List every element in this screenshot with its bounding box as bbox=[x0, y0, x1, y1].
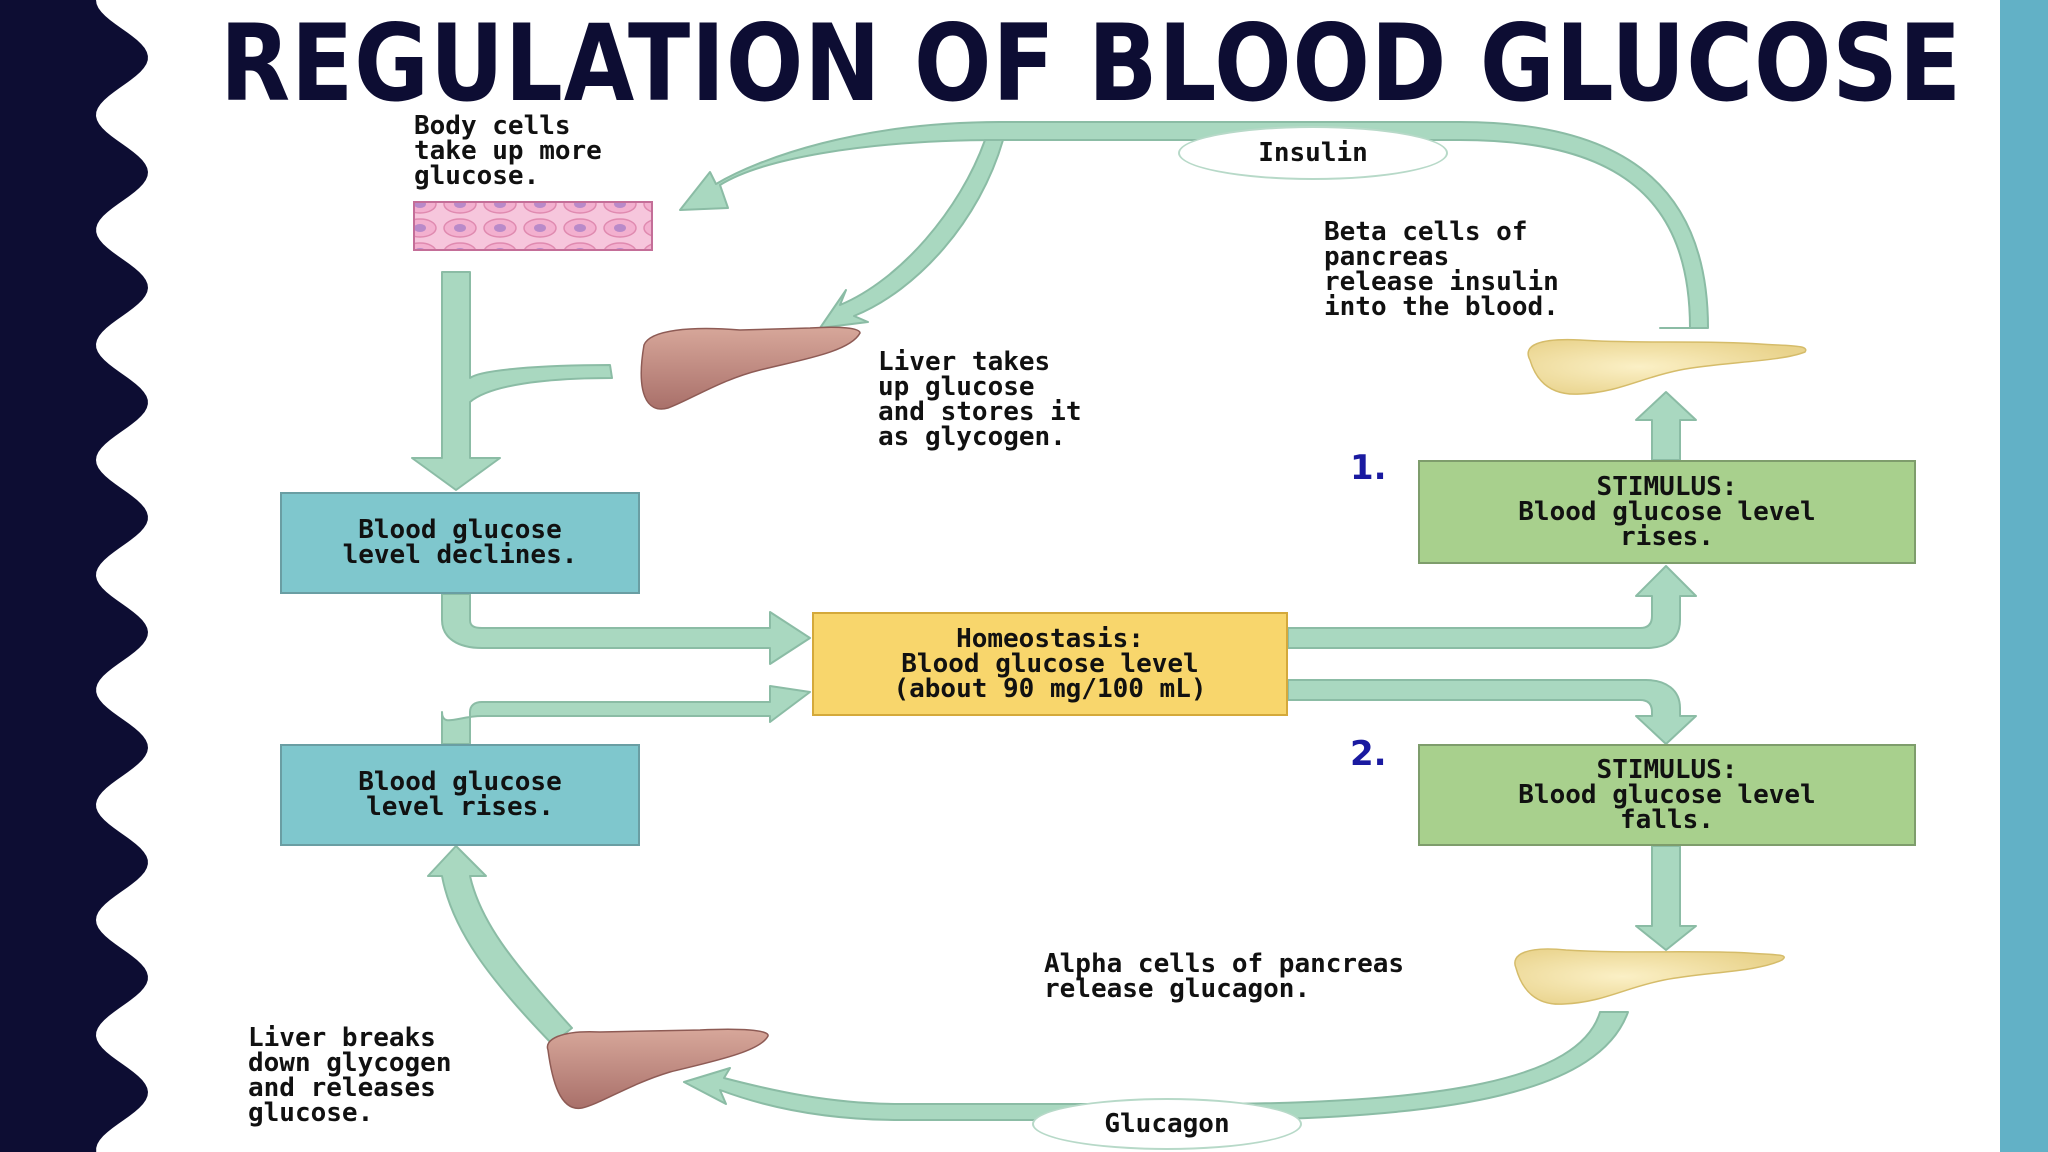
glucagon-oval: Glucagon bbox=[1032, 1098, 1302, 1150]
step-two-number: 2. bbox=[1350, 734, 1387, 774]
arrow-stimulus-to-alpha-pancreas bbox=[1635, 845, 1697, 951]
liver-lower-image bbox=[546, 1028, 769, 1109]
stimulus-rises-box: STIMULUS: Blood glucose level rises. bbox=[1418, 460, 1916, 564]
arrow-declines-to-homeostasis bbox=[441, 593, 811, 665]
step-one-number: 1. bbox=[1350, 448, 1387, 488]
body-cells-label: Body cells take up more glucose. bbox=[414, 111, 602, 191]
insulin-arrow-to-body-cells bbox=[679, 121, 1709, 329]
arrow-stimulus-to-beta-pancreas bbox=[1635, 391, 1697, 461]
arrow-cells-to-declines bbox=[411, 271, 613, 491]
arrow-rises-to-homeostasis bbox=[441, 685, 811, 745]
arrow-homeostasis-to-stimulus-rises bbox=[1287, 565, 1697, 649]
insulin-label: Insulin bbox=[1258, 138, 1368, 168]
rises-box: Blood glucose level rises. bbox=[280, 744, 640, 846]
left-wavy-band bbox=[0, 0, 148, 1152]
arrow-liver-to-rises bbox=[427, 845, 573, 1045]
rises-box-text: Blood glucose level rises. bbox=[358, 767, 562, 822]
insulin-arrow-to-liver bbox=[819, 139, 1004, 329]
right-accent-band bbox=[2000, 0, 2048, 1152]
homeostasis-box: Homeostasis: Blood glucose level (about … bbox=[812, 612, 1288, 716]
glucagon-label: Glucagon bbox=[1104, 1109, 1230, 1139]
body-cells-image bbox=[413, 201, 653, 251]
insulin-oval: Insulin bbox=[1178, 126, 1448, 180]
glucagon-arrow-to-liver bbox=[683, 1011, 1629, 1121]
liver-breaks-label: Liver breaks down glycogen and releases … bbox=[248, 1023, 452, 1128]
liver-takes-label: Liver takes up glucose and stores it as … bbox=[878, 347, 1082, 452]
stimulus-falls-box: STIMULUS: Blood glucose level falls. bbox=[1418, 744, 1916, 846]
stimulus-rises-box-text: STIMULUS: Blood glucose level rises. bbox=[1518, 471, 1816, 552]
stimulus-falls-box-text: STIMULUS: Blood glucose level falls. bbox=[1518, 754, 1816, 835]
beta-cells-label: Beta cells of pancreas release insulin i… bbox=[1324, 217, 1559, 322]
slide-title: REGULATION OF BLOOD GLUCOSE bbox=[220, 2, 1962, 125]
declines-box-text: Blood glucose level declines. bbox=[342, 515, 578, 570]
alpha-cells-label: Alpha cells of pancreas release glucagon… bbox=[1044, 949, 1405, 1004]
declines-box: Blood glucose level declines. bbox=[280, 492, 640, 594]
pancreas-beta-image bbox=[1527, 338, 1807, 395]
arrow-homeostasis-to-stimulus-falls bbox=[1287, 679, 1697, 745]
homeostasis-box-text: Homeostasis: Blood glucose level (about … bbox=[893, 623, 1207, 704]
liver-upper-image bbox=[640, 326, 861, 410]
pancreas-alpha-image bbox=[1514, 948, 1785, 1005]
